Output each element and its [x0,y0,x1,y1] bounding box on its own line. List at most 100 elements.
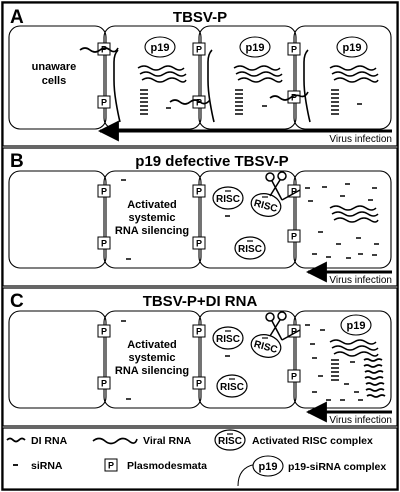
plasmodesma-label: P [108,461,114,471]
mid-label-line3: RNA silencing [115,225,189,237]
plasmodesma-icon: P [287,42,301,56]
risc-icon: RISC [212,326,244,350]
panel-c-p19: p19 [340,314,372,336]
panel-b-sirna [121,179,379,260]
panel-c-di-rna [363,358,386,398]
panel-c-sirna-ladder [331,359,339,381]
plasmodesma-icon: P [97,95,111,109]
panel-a-arrow-label: Virus infection [329,134,392,145]
plasmodesma-label: P [101,187,107,197]
panel-b-arrow-label: Virus infection [329,275,392,286]
plasmodesma-label: P [196,45,202,55]
legend-p19-complex: p19 p19-siRNA complex [237,455,386,487]
viral-rna-icon [92,437,138,445]
risc-label: RISC [220,382,244,393]
panel-c-cells [8,310,392,409]
legend-plasmodesmata-label: Plasmodesmata [127,460,207,472]
p19-icon: p19 [340,314,372,336]
panel-a-transit-rna [79,47,311,123]
panel-c-arrow: Virus infection [305,401,392,426]
plasmodesma-label: P [196,239,202,249]
panel-c-title: TBSV-P+DI RNA [143,293,258,310]
unaware-label-line2: cells [42,75,66,87]
panel-c-mid-label: Activated systemic RNA silencing [115,339,189,377]
risc-icon: RISC [250,334,282,358]
panel-a-sirna-ladders [140,89,339,115]
panel-c-plasmodesmata: P P P P P P [97,324,301,390]
p19-label: p19 [151,42,170,54]
mid-label-line1: Activated [127,339,177,351]
plasmodesma-icon: P [287,324,301,338]
plasmodesma-label: P [196,327,202,337]
plasmodesma-label: P [291,187,297,197]
panel-a: A TBSV-P unaware cells P P P P P P [2,2,398,147]
p19-icon: p19 [239,36,271,58]
p19-label: p19 [259,461,278,473]
risc-icon: RISC [212,186,244,210]
plasmodesma-icon: P [287,184,301,198]
panel-b-title: p19 defective TBSV-P [135,153,288,170]
viral-rna [79,47,119,53]
panel-a-letter: A [10,7,24,28]
plasmodesma-icon: P [192,184,206,198]
plasmodesma-label: P [291,93,297,103]
legend: DI RNA Viral RNA RISC Activated RISC com… [2,427,398,490]
panel-c-letter: C [10,291,24,312]
plasmodesma-label: P [196,379,202,389]
panel-a-arrow: Virus infection [97,120,392,145]
panel-b-scissors-icon [265,171,301,201]
risc-icon: RISC [216,374,248,398]
panel-a-p19: p19 p19 p19 [144,36,368,58]
panel-c: C TBSV-P+DI RNA Activated systemic RNA s… [2,287,398,427]
p19-label: p19 [343,42,362,54]
legend-viral-rna: Viral RNA [92,435,192,447]
panel-b-cells [8,170,392,269]
panel-b-viral-rna-bundle [329,205,379,223]
di-rna-icon [6,437,26,443]
plasmodesma-label: P [101,239,107,249]
risc-label: RISC [216,334,240,345]
plasmodesma-icon: P [97,376,111,390]
panel-c-risc: RISC RISC RISC [212,326,282,398]
legend-p19-complex-label: p19-siRNA complex [288,461,386,473]
p19-label: p19 [246,42,265,54]
plasmodesma-icon: P [287,90,301,104]
panel-a-viral-rna-bundles [137,65,379,83]
risc-icon: RISC [250,193,282,217]
legend-risc-label: Activated RISC complex [252,435,373,447]
panel-a-title: TBSV-P [173,9,227,26]
plasmodesma-icon: P [287,369,301,383]
plasmodesma-icon: P [104,458,118,472]
plasmodesma-icon: P [192,42,206,56]
panel-b-mid-label: Activated systemic RNA silencing [115,199,189,237]
risc-label: RISC [218,436,242,447]
legend-sirna: siRNA [13,460,63,472]
p19-icon: p19 [252,455,284,477]
risc-icon: RISC [214,429,246,451]
legend-di-rna-label: DI RNA [31,435,68,447]
p19-icon: p19 [336,36,368,58]
mid-label-line1: Activated [127,199,177,211]
panel-b-letter: B [10,151,24,172]
plasmodesma-label: P [291,45,297,55]
plasmodesma-label: P [291,372,297,382]
plasmodesma-icon: P [192,236,206,250]
panel-c-sirna [121,320,363,401]
risc-label: RISC [216,194,240,205]
panel-c-viral-rna-bundle [329,339,379,357]
plasmodesma-icon: P [97,236,111,250]
mid-label-line2: systemic [128,352,175,364]
panel-b: B p19 defective TBSV-P Activated systemi… [2,147,398,287]
panel-c-scissors-icon [265,311,301,341]
plasmodesma-label: P [291,327,297,337]
plasmodesma-label: P [291,232,297,242]
plasmodesma-icon: P [192,376,206,390]
viral-rna [113,49,121,123]
plasmodesma-icon: P [192,324,206,338]
legend-plasmodesmata: P Plasmodesmata [104,458,207,472]
plasmodesma-icon: P [97,324,111,338]
plasmodesma-icon: P [97,184,111,198]
p19-icon: p19 [144,36,176,58]
plasmodesma-label: P [101,379,107,389]
